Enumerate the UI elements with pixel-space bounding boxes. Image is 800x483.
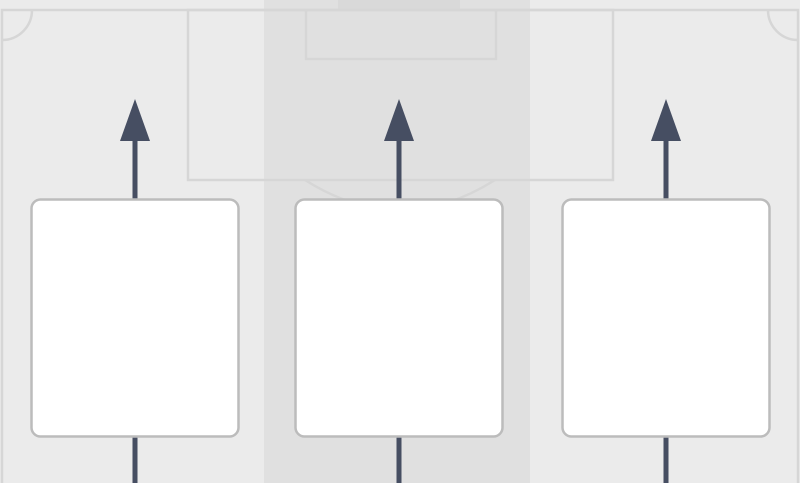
lane-boxes xyxy=(30,198,771,438)
lane-box-left xyxy=(30,198,240,438)
lane-box-right xyxy=(561,198,771,438)
arrow-head-right xyxy=(651,99,681,141)
goal xyxy=(338,0,460,10)
corner-arc-left xyxy=(1,9,34,42)
arrow-head-center xyxy=(384,99,414,141)
lane-box-center xyxy=(294,198,504,438)
arrow-head-left xyxy=(120,99,150,141)
corner-arc-right xyxy=(766,9,799,42)
lane-arrows xyxy=(120,99,681,483)
goal-box xyxy=(304,8,498,61)
